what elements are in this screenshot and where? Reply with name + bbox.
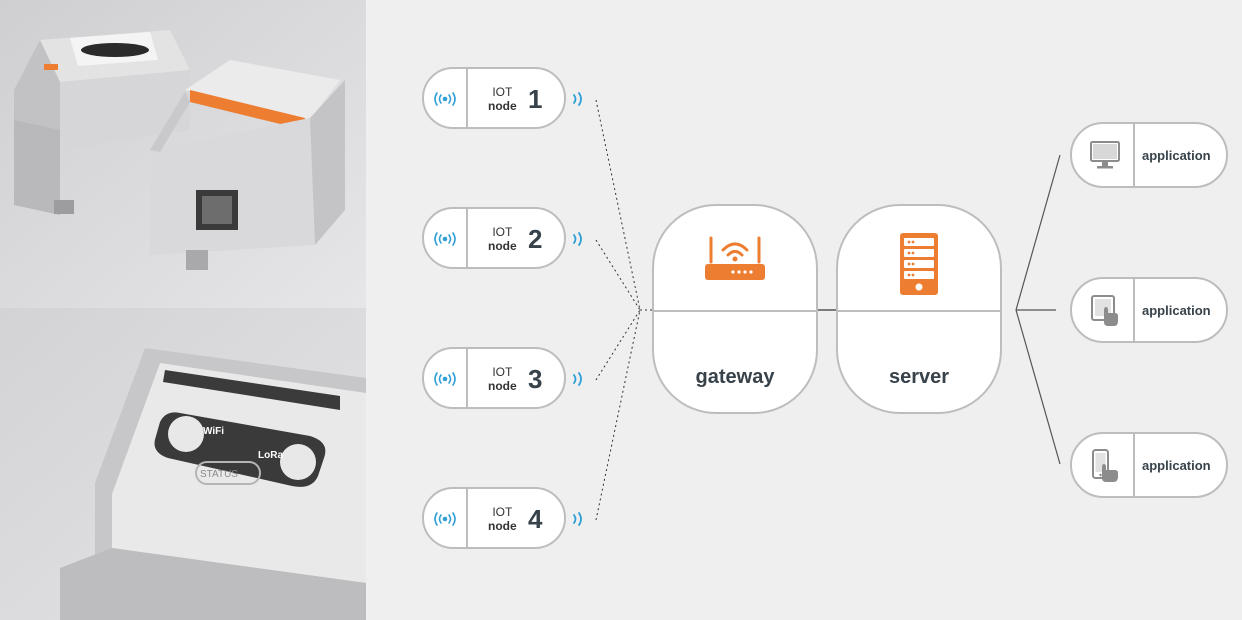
gateway-label: gateway xyxy=(695,366,775,388)
server-rack-icon xyxy=(900,233,938,295)
broadcast-antenna-icon xyxy=(434,92,456,106)
iot-architecture-diagram: IOT node 1 IOT node 2 xyxy=(366,0,1242,620)
iot-node-1: IOT node 1 xyxy=(422,67,566,129)
monitor-icon xyxy=(1090,141,1120,169)
server-label: server xyxy=(888,366,950,388)
broadcast-antenna-icon xyxy=(434,372,456,386)
lora-panel-label: LoRa xyxy=(258,450,283,461)
node-kind-label: node xyxy=(488,99,517,113)
signal-waves-icon xyxy=(573,232,582,246)
node-kind-label: node xyxy=(488,239,517,253)
broadcast-antenna-icon xyxy=(434,232,456,246)
application-label: application xyxy=(1142,458,1211,473)
server-box: server xyxy=(836,204,1002,414)
application-desktop: application xyxy=(1070,122,1228,188)
application-label: application xyxy=(1142,303,1211,318)
node-type-label: IOT xyxy=(492,365,513,379)
connection-lines xyxy=(595,99,1061,521)
signal-waves-icon xyxy=(573,372,582,386)
iot-node-3: IOT node 3 xyxy=(422,347,566,409)
gateway-box: gateway xyxy=(652,204,818,414)
node-number: 4 xyxy=(528,504,543,534)
node-number: 2 xyxy=(528,224,543,254)
application-mobile: application xyxy=(1070,432,1228,498)
device-photo-bottom: WiFi LoRa STATUS xyxy=(0,308,366,620)
signal-waves-icon xyxy=(573,512,582,526)
wifi-panel-label: WiFi xyxy=(203,426,224,437)
node-number: 1 xyxy=(528,84,543,114)
tablet-touch-icon xyxy=(1091,295,1118,326)
application-label: application xyxy=(1142,148,1211,163)
node-type-label: IOT xyxy=(492,505,513,519)
node-kind-label: node xyxy=(488,519,517,533)
iot-node-2: IOT node 2 xyxy=(422,207,566,269)
signal-waves-icon xyxy=(573,92,582,106)
application-tablet: application xyxy=(1070,277,1228,343)
broadcast-antenna-icon xyxy=(434,512,456,526)
iot-node-4: IOT node 4 xyxy=(422,487,566,549)
node-number: 3 xyxy=(528,364,543,394)
node-type-label: IOT xyxy=(492,85,513,99)
node-type-label: IOT xyxy=(492,225,513,239)
status-panel-label: STATUS xyxy=(200,469,238,480)
smartphone-touch-icon xyxy=(1092,449,1118,482)
device-photo-top xyxy=(0,0,366,308)
product-photos: WiFi LoRa STATUS xyxy=(0,0,366,620)
router-icon xyxy=(705,236,765,280)
node-kind-label: node xyxy=(488,379,517,393)
